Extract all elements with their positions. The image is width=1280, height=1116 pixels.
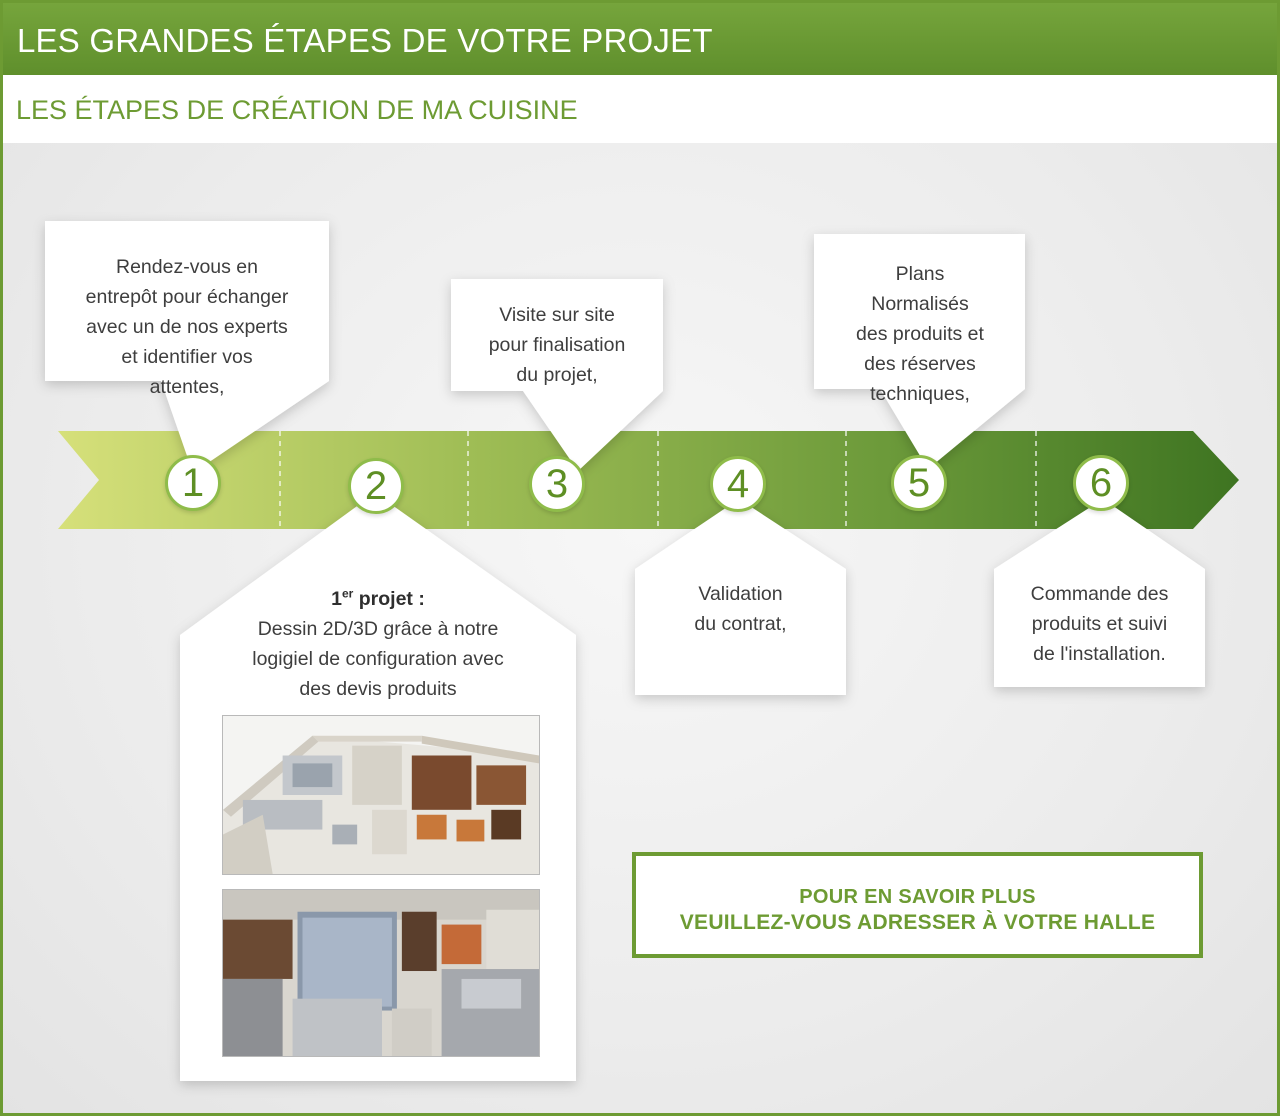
callout-box-step-6	[994, 499, 1205, 687]
step-1-line: et identifier vos	[121, 346, 253, 368]
step-4-line: Validation	[698, 583, 783, 605]
step-number-6: 6	[1073, 455, 1129, 511]
step-6-line: Commande des	[1030, 583, 1169, 605]
step-5-line: techniques,	[870, 383, 970, 405]
callout-box-step-1	[45, 221, 329, 473]
step-3-line: Visite sur site	[499, 304, 615, 326]
step-6-text: Commande des produits et suivi de l'inst…	[994, 579, 1205, 669]
2d-plan-render-image	[222, 715, 540, 875]
step-1-line: attentes,	[149, 376, 225, 398]
step-3-text: Visite sur site pour finalisation du pro…	[451, 300, 663, 390]
step-3-line: du projet,	[516, 364, 598, 386]
step-2-heading-rest: projet :	[353, 587, 425, 610]
step-number-4: 4	[710, 456, 766, 512]
step-4-line: du contrat,	[694, 613, 787, 635]
step-2-heading: 1er projet :	[180, 578, 576, 614]
step-4-text: Validation du contrat,	[635, 579, 846, 639]
step-5-line: Normalisés	[871, 293, 969, 315]
step-2-line: des devis produits	[299, 677, 457, 700]
timeline-dividers	[279, 431, 1037, 529]
3d-kitchen-render-image	[222, 889, 540, 1057]
step-2-heading-sup: er	[342, 586, 354, 600]
step-2-line: Dessin 2D/3D grâce à notre	[257, 617, 499, 640]
page-title: LES GRANDES ÉTAPES DE VOTRE PROJET	[3, 3, 1277, 75]
step-6-line: produits et suivi	[1031, 613, 1168, 635]
callout-box-step-4	[635, 499, 846, 695]
step-number-2: 2	[348, 458, 404, 514]
step-1-line: Rendez-vous en	[115, 256, 258, 278]
step-number-1: 1	[165, 455, 221, 511]
more-info-line-1: POUR EN SAVOIR PLUS	[799, 886, 1036, 908]
more-info-line-2: VEUILLEZ-VOUS ADRESSER À VOTRE HALLE	[679, 911, 1156, 934]
step-number-5: 5	[891, 455, 947, 511]
callout-box-step-3	[451, 279, 663, 471]
step-6-line: de l'installation.	[1033, 643, 1166, 665]
step-1-line: entrepôt pour échanger	[85, 286, 289, 308]
timeline-arrow	[58, 431, 1239, 529]
callout-box-step-5	[814, 234, 1025, 469]
step-1-text: Rendez-vous en entrepôt pour échanger av…	[45, 252, 329, 402]
step-2-text: 1er projet : Dessin 2D/3D grâce à notre …	[180, 578, 576, 704]
step-5-line: des produits et	[856, 323, 984, 345]
step-number-3: 3	[529, 456, 585, 512]
step-5-line: des réserves	[864, 353, 976, 375]
step-3-line: pour finalisation	[488, 334, 626, 356]
section-title: LES ÉTAPES DE CRÉATION DE MA CUISINE	[3, 75, 1277, 143]
step-5-line: Plans	[895, 263, 945, 285]
step-2-heading-number: 1	[331, 587, 342, 610]
step-1-line: avec un de nos experts	[86, 316, 288, 338]
step-2-line: logigiel de configuration avec	[252, 647, 504, 670]
step-5-text: Plans Normalisés des produits et des rés…	[814, 259, 1026, 409]
more-info-box: POUR EN SAVOIR PLUS VEUILLEZ-VOUS ADRESS…	[632, 852, 1203, 958]
